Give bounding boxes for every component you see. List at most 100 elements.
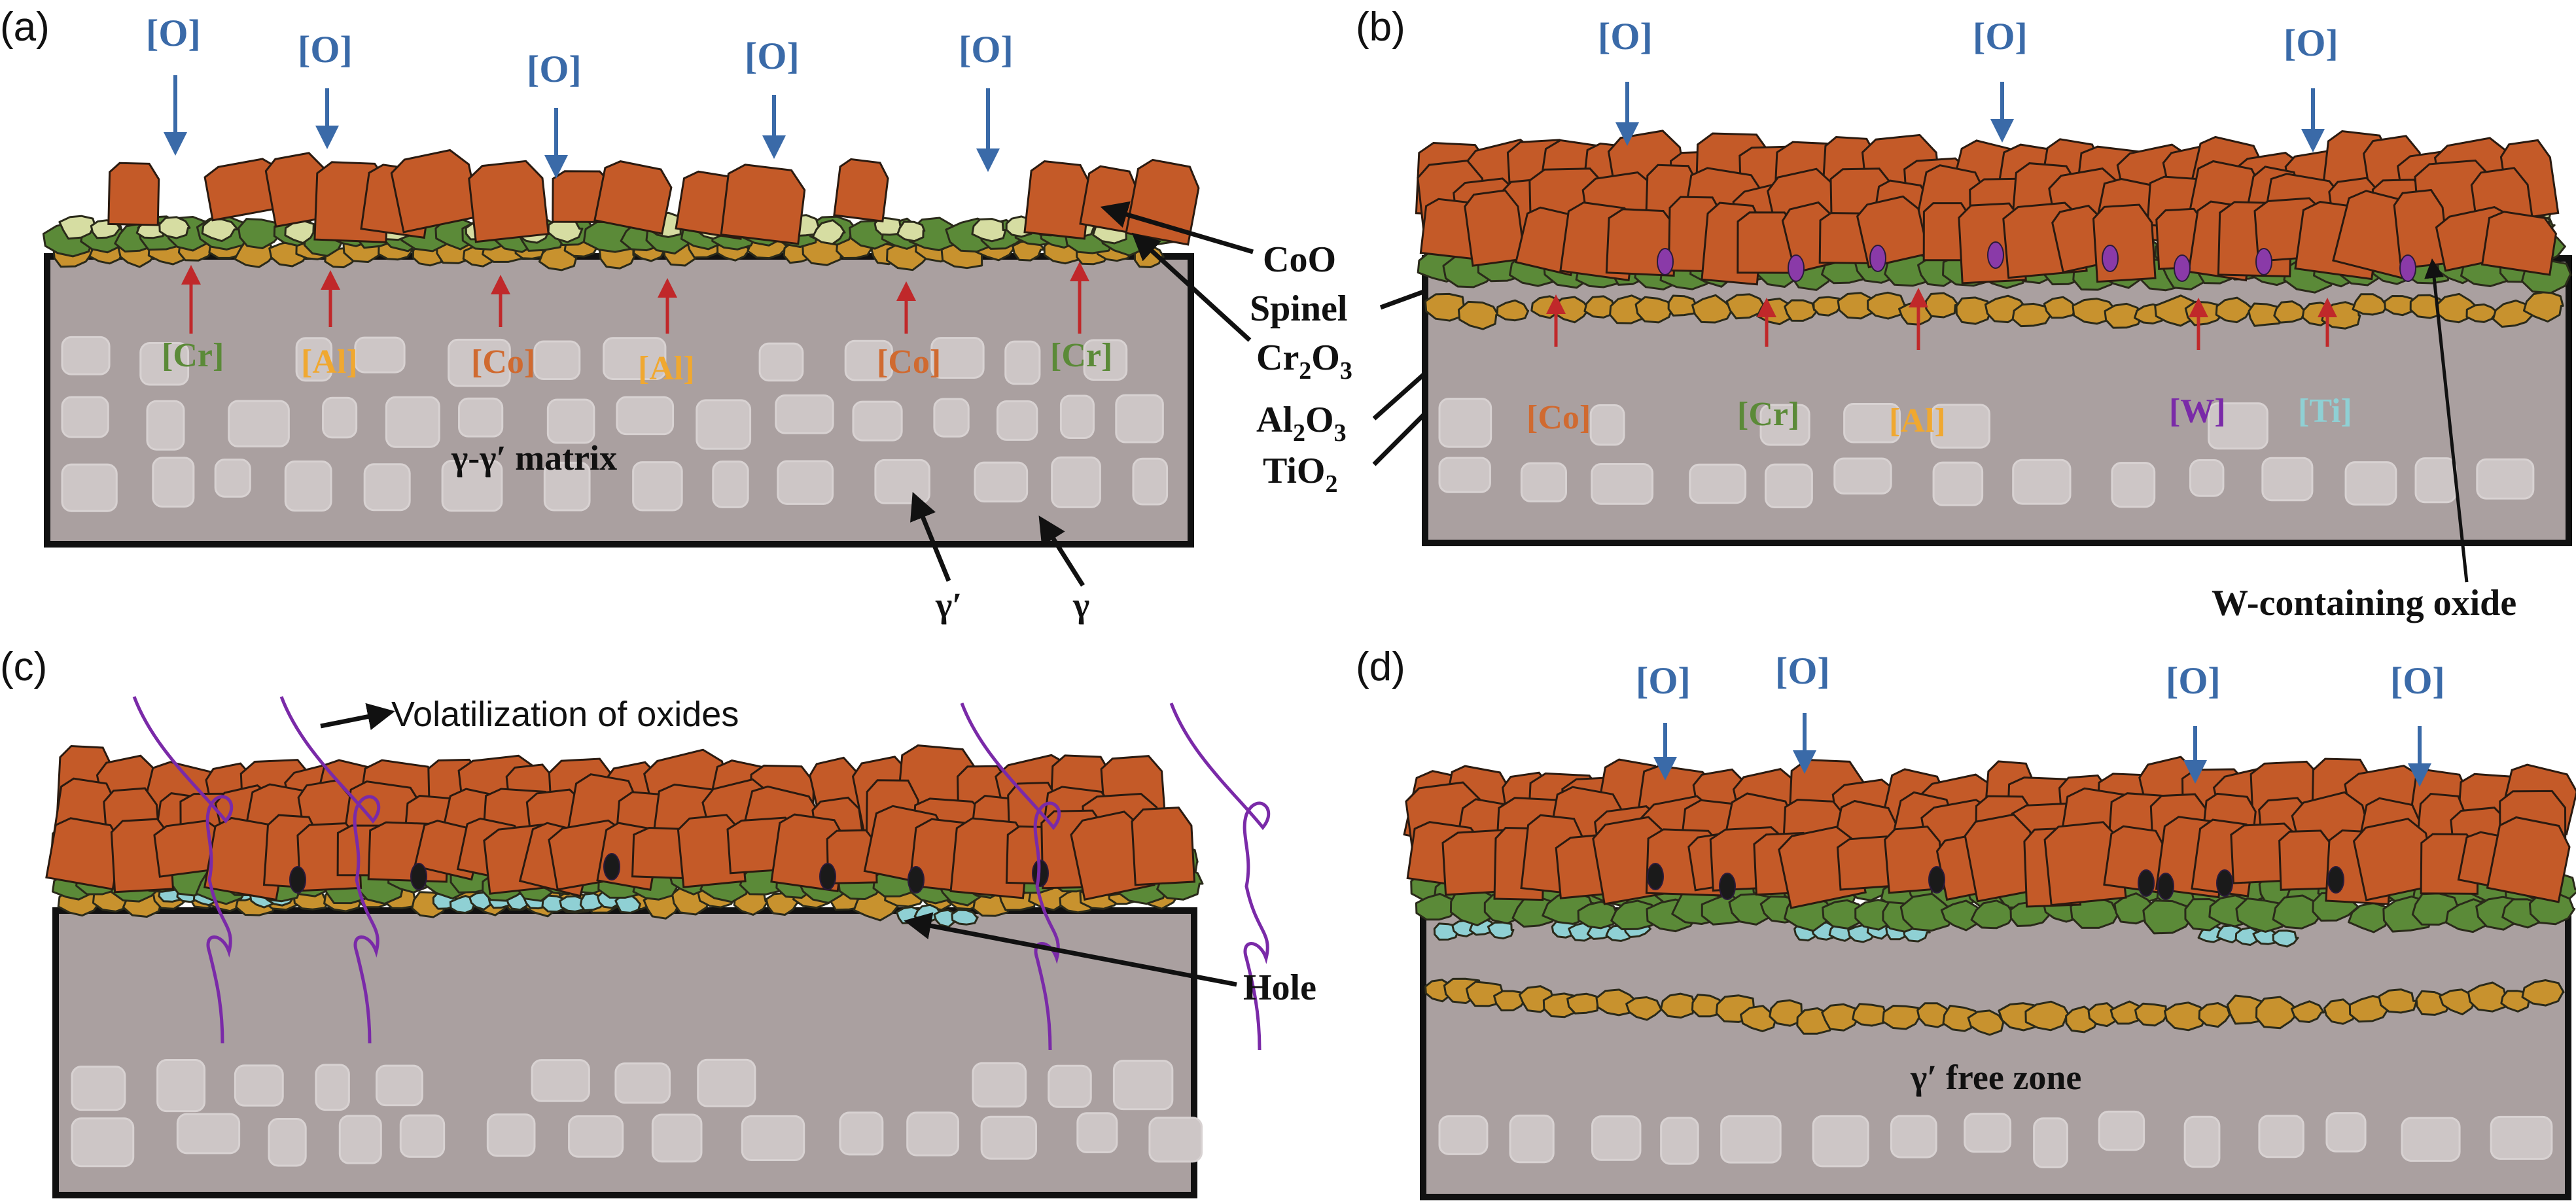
legend-al2o3: Al2O3 xyxy=(1256,400,1347,447)
gamma-prime-particle xyxy=(839,1111,884,1156)
gamma-prime-particle xyxy=(1051,456,1101,508)
al2o3-particle xyxy=(2467,981,2510,1013)
al2o3-particle xyxy=(1625,996,1664,1021)
gamma-prime-particle xyxy=(156,1059,206,1113)
gamma-prime-precipitates xyxy=(71,1058,1203,1168)
gamma-prime-particle xyxy=(176,1113,241,1155)
al2o3-particle xyxy=(2352,293,2390,316)
spinel-particle xyxy=(547,217,584,243)
gamma-prime-particle xyxy=(2111,462,2156,508)
al2o3-particle xyxy=(1769,999,1804,1027)
volatilization-swirls xyxy=(132,696,1271,1051)
gamma-prime-particle xyxy=(531,1059,590,1102)
oxide-scale xyxy=(45,744,1204,928)
al2o3-particle xyxy=(2215,296,2256,324)
al2o3-particle xyxy=(1955,296,1992,325)
panel-b: (b) [O][O][O] [Co][Cr][Al][W][Ti] W-cont… xyxy=(1356,5,2572,623)
al2o3-particle xyxy=(1667,294,1699,317)
cr2o3-particle xyxy=(2070,896,2121,929)
gamma-prime-particle xyxy=(546,398,595,444)
al2o3-particle xyxy=(1424,292,1470,322)
gamma-prime-particle xyxy=(2189,459,2225,497)
gamma-prime-particle xyxy=(2325,1112,2367,1153)
gamma-prime-particle xyxy=(2414,457,2457,504)
gamma-pointer xyxy=(1038,515,1085,587)
gamma-prime-particle xyxy=(1812,1115,1869,1168)
oxide-legend: CoO Spinel Cr2O3 Al2O3 TiO2 xyxy=(1100,201,1661,498)
gamma-prime-particle xyxy=(1932,461,1984,506)
cr2o3-pointer xyxy=(1131,232,1252,342)
gamma-prime-particle xyxy=(152,457,195,508)
gamma-prime-particle xyxy=(295,337,333,382)
coo-grain xyxy=(2486,816,2571,903)
gamma-prime-particle xyxy=(71,1117,135,1168)
tio2-particle xyxy=(614,894,641,914)
w-oxide-particle xyxy=(2255,248,2272,275)
gamma-prime-particle xyxy=(61,463,118,512)
tio2-particle xyxy=(1487,921,1515,940)
coo-grain xyxy=(720,164,806,245)
oxide-scale xyxy=(1403,756,2576,1036)
al2o3-particle xyxy=(2043,296,2077,319)
element-outward-arrows: [Cr][Al][Co][Al][Co][Cr] xyxy=(162,262,1112,387)
gamma-prime-particle xyxy=(1591,463,1654,505)
gamma-prime-particle xyxy=(543,461,591,512)
oxygen-label: [O] xyxy=(1598,15,1653,58)
diffusing-element-label: [Al] xyxy=(301,343,358,381)
gamma-prime-particle xyxy=(315,1064,350,1111)
gamma-prime-particle xyxy=(146,400,185,451)
oxygen-label: [O] xyxy=(2390,659,2445,702)
volatile-swirl xyxy=(960,703,1061,1051)
gamma-prime-particle xyxy=(338,1115,382,1164)
oxide-scale xyxy=(42,148,1200,271)
al2o3-particle xyxy=(1882,1005,1921,1030)
coo-grain xyxy=(1131,807,1196,886)
panel-letter-d: (d) xyxy=(1356,644,1405,689)
oxygen-label: [O] xyxy=(745,35,800,77)
gamma-prime-particle xyxy=(2401,1117,2461,1162)
oxygen-label: [O] xyxy=(298,28,353,71)
gamma-prime-particle xyxy=(1048,1064,1092,1108)
gamma-prime-particle xyxy=(1764,463,1813,509)
oxide-scale xyxy=(1415,130,2572,330)
gamma-prime-particle xyxy=(228,400,290,447)
oxygen-label: [O] xyxy=(1636,659,1691,702)
cr2o3-particle xyxy=(1970,899,2016,930)
gamma-prime-particle xyxy=(1660,1117,1699,1165)
gamma-prime-particle xyxy=(874,459,930,504)
gamma-prime-particle xyxy=(2344,461,2397,506)
coo-grain xyxy=(45,817,122,891)
oxygen-label: [O] xyxy=(146,12,201,54)
gamma-prime-particle xyxy=(1438,457,1491,493)
gamma-prime-particle xyxy=(1689,463,1747,504)
legend-cr2o3: Cr2O3 xyxy=(1256,338,1352,385)
gamma-prime-particle xyxy=(777,460,834,505)
w-oxide-particle xyxy=(2174,254,2191,282)
hole-void xyxy=(1719,873,1736,900)
al2o3-particle xyxy=(2024,1000,2072,1032)
al2o3-particle xyxy=(2521,979,2565,1007)
gamma-prime-particle xyxy=(1438,398,1492,448)
w-oxide-particle xyxy=(2399,254,2416,282)
diffusing-element-label: [Al] xyxy=(1889,402,1946,440)
al2o3-particle xyxy=(1634,296,1674,324)
gamma-prime-particle xyxy=(61,396,109,438)
al2o3-particle xyxy=(1852,1003,1887,1027)
gamma-prime-precipitates xyxy=(61,336,1169,512)
hole-void xyxy=(2157,873,2174,900)
gamma-prime-particle xyxy=(852,400,903,442)
spinel-particle xyxy=(284,219,315,244)
al2o3-particle xyxy=(1496,299,1530,322)
gamma-prime-particle xyxy=(1112,1060,1174,1111)
coo-grain xyxy=(833,158,889,222)
gamma-prime-particle xyxy=(284,460,332,512)
gamma-prime-particle xyxy=(1438,1115,1489,1155)
gamma-label: γ xyxy=(1072,585,1089,625)
hole-void xyxy=(603,853,620,880)
gamma-prime-particle xyxy=(268,1118,307,1167)
gamma-prime-particle xyxy=(2261,457,2314,502)
coo-grain xyxy=(468,160,550,243)
gamma-prime-particle xyxy=(603,337,667,380)
gamma-prime-particle xyxy=(214,459,251,498)
coo-pointer xyxy=(1100,201,1254,254)
